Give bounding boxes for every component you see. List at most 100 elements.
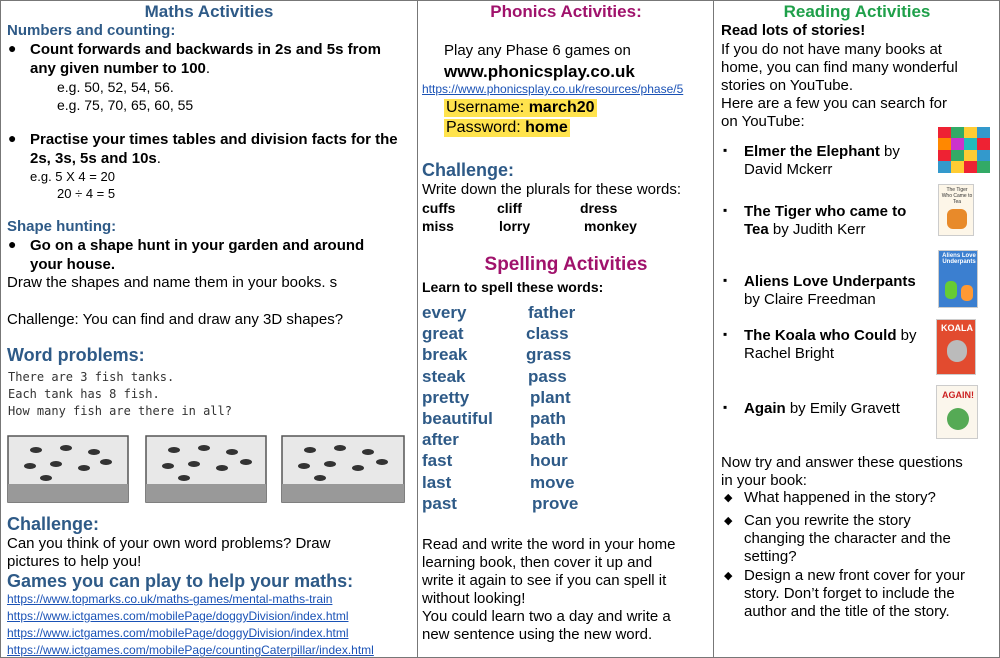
question-3-line-2: story. Don’t forget to include the — [744, 585, 955, 602]
question-1: What happened in the story? — [744, 489, 936, 506]
maths-challenge-heading: Challenge: — [7, 514, 100, 534]
phonics-site: www.phonicsplay.co.uk — [444, 62, 635, 81]
koala-cover-image: KOALA — [936, 319, 976, 375]
reading-intro-3: stories on YouTube. — [721, 77, 854, 94]
fish-tank-3 — [281, 435, 405, 503]
spelling-word: after — [422, 430, 459, 450]
times-example-2: 20 ÷ 4 = 5 — [57, 186, 116, 201]
spelling-title: Spelling Activities — [484, 254, 648, 275]
shape-draw: Draw the shapes and name them in your bo… — [7, 274, 338, 291]
diamond-bullet-icon: ◆ — [724, 515, 733, 527]
spelling-word: beautiful — [422, 409, 493, 428]
spelling-instruction-4: without looking! — [422, 590, 526, 607]
spelling-word: pass — [528, 366, 567, 386]
spelling-word: bath — [530, 430, 566, 450]
bullet-icon: ● — [8, 40, 17, 56]
reading-column: Reading Activities Read lots of stories!… — [714, 0, 1000, 658]
spelling-instruction-3: write it again to see if you can spell i… — [422, 572, 667, 589]
phonics-column: Phonics Activities: Play any Phase 6 gam… — [418, 0, 714, 658]
book-3-line-1: Aliens Love Underpants — [744, 273, 916, 290]
count-line-1: Count forwards and backwards in 2s and 5… — [30, 41, 381, 58]
bullet-icon: ● — [8, 130, 17, 146]
games-link-3[interactable]: https://www.ictgames.com/mobilePage/dogg… — [7, 626, 349, 640]
square-bullet-icon: ▪ — [723, 143, 728, 157]
maths-title: Maths Activities — [144, 2, 274, 21]
question-3-line-1: Design a new front cover for your — [744, 567, 965, 584]
tiger-cover-text: The Tiger Who Came to Tea — [941, 187, 973, 205]
question-2-line-3: setting? — [744, 548, 797, 565]
plural-word: lorry — [499, 218, 531, 234]
phonics-title: Phonics Activities: — [490, 2, 642, 21]
reading-intro-4: Here are a few you can search for — [721, 95, 947, 112]
reading-title: Reading Activities — [783, 2, 931, 21]
spelling-word: hour — [530, 451, 568, 471]
square-bullet-icon: ▪ — [723, 400, 728, 414]
question-2-line-1: Can you rewrite the story — [744, 512, 911, 529]
question-3-line-3: author and the title of the story. — [744, 603, 950, 620]
spelling-word: steak — [422, 366, 466, 386]
numbers-heading: Numbers and counting: — [7, 22, 176, 39]
phonics-play-line: Play any Phase 6 games on — [444, 42, 631, 59]
reading-intro-5: on YouTube: — [721, 113, 805, 130]
maths-challenge-line-1: Can you think of your own word problems?… — [7, 535, 331, 552]
spelling-word: last — [422, 472, 452, 492]
spelling-instruction-1: Read and write the word in your home — [422, 536, 676, 553]
times-example-1: e.g. 5 X 4 = 20 — [30, 169, 115, 184]
book-5-line-1: Again by Emily Gravett — [744, 400, 900, 417]
games-link-2[interactable]: https://www.ictgames.com/mobilePage/dogg… — [7, 609, 349, 623]
aliens-cover-image: Aliens Love Underpants — [938, 250, 978, 308]
phonics-url-link[interactable]: https://www.phonicsplay.co.uk/resources/… — [422, 82, 684, 96]
book-2-line-2: Tea by Judith Kerr — [744, 221, 866, 238]
spelling-instruction-6: new sentence using the new word. — [422, 626, 653, 643]
times-line-1: Practise your times tables and division … — [30, 131, 398, 148]
fish-tank-2 — [145, 435, 267, 503]
spelling-word: father — [528, 303, 576, 322]
maths-column: Maths Activities Numbers and counting: ●… — [0, 0, 418, 658]
phonics-password: Password: home — [444, 119, 570, 137]
diamond-bullet-icon: ◆ — [724, 570, 733, 582]
problem-line-1: There are 3 fish tanks. — [8, 370, 175, 384]
questions-intro-2: in your book: — [721, 472, 807, 489]
spelling-word: past — [422, 493, 457, 513]
problem-line-2: Each tank has 8 fish. — [8, 387, 160, 401]
games-heading: Games you can play to help your maths: — [7, 571, 354, 591]
square-bullet-icon: ▪ — [723, 203, 728, 217]
spelling-instruction-5: You could learn two a day and write a — [422, 608, 671, 625]
spelling-word: fast — [422, 451, 453, 471]
fish-tanks-illustration: There are 3 fish tanks. Each tank has 8 … — [6, 370, 412, 506]
diamond-bullet-icon: ◆ — [724, 492, 733, 504]
aliens-cover-text: Aliens Love Underpants — [942, 253, 976, 265]
questions-intro-1: Now try and answer these questions — [721, 454, 963, 471]
maths-challenge-line-2: pictures to help you! — [7, 553, 142, 570]
spelling-word: grass — [526, 345, 572, 365]
spelling-subtitle: Learn to spell these words: — [422, 279, 604, 295]
shape-heading: Shape hunting: — [7, 218, 117, 235]
book-2-line-1: The Tiger who came to — [744, 203, 907, 220]
book-1-line-1: Elmer the Elephant by — [744, 143, 900, 160]
square-bullet-icon: ▪ — [723, 273, 728, 287]
book-4-line-1: The Koala who Could by — [744, 327, 917, 344]
spelling-word: path — [530, 409, 566, 428]
count-line-2: any given number to 100. — [30, 60, 211, 77]
reading-intro-1: If you do not have many books at — [721, 41, 942, 58]
koala-cover-text: KOALA — [941, 323, 973, 333]
again-cover-image: AGAIN! — [936, 385, 978, 439]
count-example-2: e.g. 75, 70, 65, 60, 55 — [57, 97, 194, 113]
book-1-line-2: David Mckerr — [744, 161, 833, 178]
phonics-challenge-heading: Challenge: — [422, 160, 515, 180]
fish-tank-1 — [7, 435, 129, 503]
fish-tanks-drawing — [7, 435, 405, 503]
plural-word: dress — [580, 200, 618, 216]
again-cover-text: AGAIN! — [942, 390, 974, 400]
shape-line-2: your house. — [30, 256, 116, 273]
spelling-word: pretty — [422, 387, 470, 407]
book-3-line-2: by Claire Freedman — [744, 291, 876, 308]
games-link-1[interactable]: https://www.topmarks.co.uk/maths-games/m… — [7, 592, 333, 606]
plural-word: cuffs — [422, 200, 456, 216]
tiger-cover-image: The Tiger Who Came to Tea — [938, 184, 974, 236]
spelling-word: break — [422, 345, 468, 365]
games-link-4[interactable]: https://www.ictgames.com/mobilePage/coun… — [7, 643, 374, 657]
reading-lead: Read lots of stories! — [721, 22, 866, 39]
question-2-line-2: changing the character and the — [744, 530, 951, 547]
spelling-word: every — [422, 303, 467, 322]
